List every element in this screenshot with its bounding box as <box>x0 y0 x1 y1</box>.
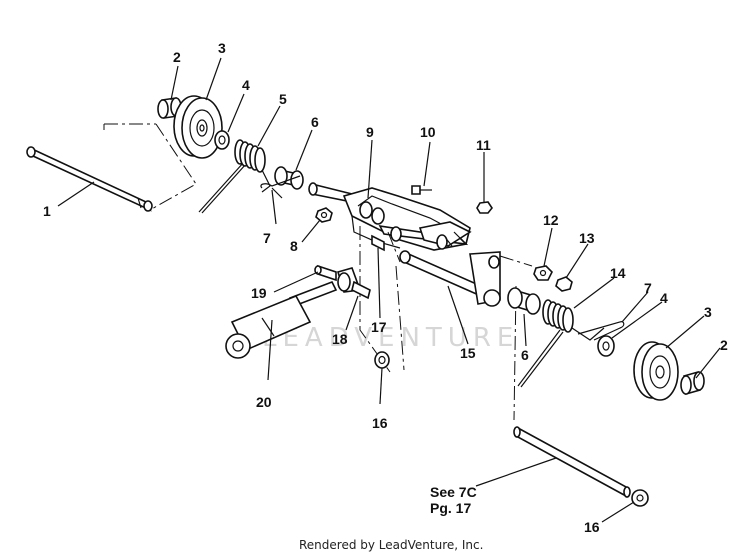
callout-11: 11 <box>476 137 491 153</box>
part-lower-shaft <box>513 426 631 498</box>
part-20-shock-absorber <box>225 280 338 359</box>
callout-6-right: 6 <box>521 347 529 363</box>
part-1-shaft <box>26 146 153 212</box>
callout-18: 18 <box>332 331 348 347</box>
leader-lines <box>57 57 721 523</box>
callout-8: 8 <box>290 238 298 254</box>
part-2-bushing-right <box>680 370 705 396</box>
callout-9: 9 <box>366 124 374 140</box>
callout-16-right: 16 <box>584 519 600 535</box>
callout-2-left: 2 <box>173 49 181 65</box>
callout-17: 17 <box>371 319 387 335</box>
callout-7-right: 7 <box>644 280 652 296</box>
part-7-clip-right <box>577 321 625 341</box>
part-16-washer-center <box>374 351 390 369</box>
callout-3-left: 3 <box>218 40 226 56</box>
part-9-bracket-assembly <box>308 182 472 251</box>
reference-note-line2: Pg. 17 <box>430 500 471 516</box>
callout-15: 15 <box>460 345 476 361</box>
part-17-pin <box>371 234 385 252</box>
callout-4-left: 4 <box>242 77 250 93</box>
part-6-bushing-left <box>274 166 304 190</box>
part-13-nut <box>555 276 573 292</box>
part-19-pin <box>314 264 337 282</box>
alignment-line-right <box>499 255 533 421</box>
callout-13: 13 <box>579 230 595 246</box>
part-4-washer-left <box>214 130 230 150</box>
callout-5: 5 <box>279 91 287 107</box>
alignment-line-left <box>103 123 197 211</box>
callout-3-right: 3 <box>704 304 712 320</box>
part-7-clip-left <box>260 175 301 199</box>
part-10-bolt <box>411 185 432 195</box>
credit-text: Rendered by LeadVenture, Inc. <box>299 538 483 552</box>
part-6-bushing-right <box>507 287 541 315</box>
callout-10: 10 <box>420 124 436 140</box>
reference-note-line1: See 7C <box>430 484 477 500</box>
callout-12: 12 <box>543 212 559 228</box>
callout-7-left: 7 <box>263 230 271 246</box>
part-11-nut <box>476 201 493 214</box>
callout-20: 20 <box>256 394 272 410</box>
callout-2-right: 2 <box>720 337 728 353</box>
callout-19: 19 <box>251 285 267 301</box>
callout-4-right: 4 <box>660 290 668 306</box>
part-16-washer-right <box>631 489 649 507</box>
part-14-spring-right <box>517 299 605 388</box>
part-3-wheel-left <box>173 95 223 159</box>
watermark-text: LEADVENTURE <box>262 323 519 353</box>
callout-6-left: 6 <box>311 114 319 130</box>
part-8-nut <box>315 207 333 223</box>
callout-14: 14 <box>610 265 626 281</box>
callout-1: 1 <box>43 203 51 219</box>
part-15-shaft <box>399 250 501 307</box>
callout-labels: 1 2 3 4 5 6 7 8 9 10 11 2 3 4 6 7 12 13 … <box>43 40 728 535</box>
part-4-washer-right <box>597 335 615 357</box>
part-5-spring-left <box>198 139 271 214</box>
part-3-wheel-right <box>633 341 679 401</box>
part-18-rod-end <box>337 267 371 300</box>
part-12-nut <box>533 265 553 281</box>
callout-16-center: 16 <box>372 415 388 431</box>
